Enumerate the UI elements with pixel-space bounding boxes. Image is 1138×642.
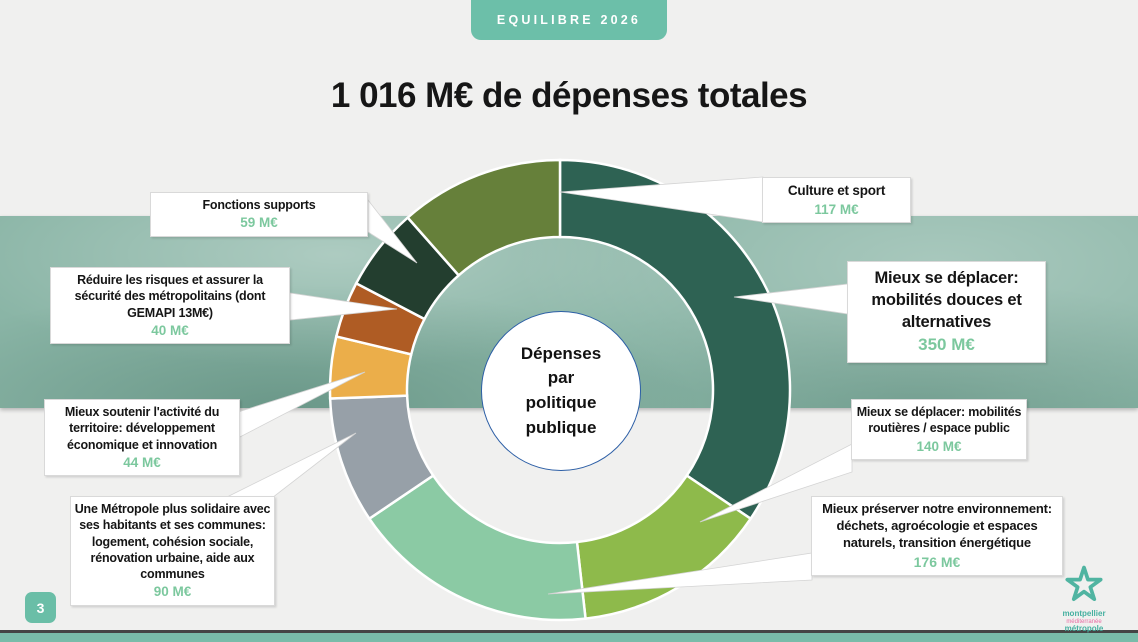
- callout-value: 90 M€: [153, 584, 192, 600]
- callout-soutenir-activite: Mieux soutenir l'activité du territoire:…: [44, 399, 240, 477]
- callout-label: Fonctions supports: [202, 198, 316, 212]
- callout-label: Une Métropole plus solidaire avec ses ha…: [74, 502, 271, 581]
- leader-wedge-reduire-risques: [289, 292, 398, 321]
- callout-label: Culture et sport: [787, 183, 886, 198]
- callout-culture-sport: Culture et sport 117 M€: [762, 177, 911, 224]
- callout-value: 59 M€: [240, 215, 278, 231]
- leader-wedge-metropole-solidaire: [224, 432, 357, 499]
- page-number-badge: 3: [25, 592, 56, 623]
- callout-fonctions-supports: Fonctions supports 59 M€: [150, 192, 368, 237]
- callout-value: 44 M€: [123, 454, 161, 470]
- callout-mobilites-douces: Mieux se déplacer: mobilités douces et a…: [847, 261, 1046, 364]
- star-logo-icon: [1065, 566, 1103, 602]
- callout-label: Mieux se déplacer: mobilités douces et a…: [871, 269, 1022, 331]
- callout-value: 117 M€: [814, 201, 859, 217]
- leader-lines: [224, 176, 853, 595]
- logo-text: montpellier: [1062, 609, 1106, 619]
- callout-label: Mieux soutenir l'activité du territoire:…: [64, 405, 220, 452]
- donut-center-circle: Dépenses par politique publique: [481, 311, 641, 471]
- callout-value: 140 M€: [916, 438, 962, 454]
- callout-label: Réduire les risques et assurer la sécuri…: [74, 273, 266, 320]
- callout-preserver-environnement: Mieux préserver notre environnement: déc…: [811, 496, 1063, 576]
- callout-value: 176 M€: [913, 553, 961, 570]
- metropole-logo: montpellier méditerranée métropole: [1040, 565, 1128, 634]
- callout-value: 350 M€: [918, 335, 975, 355]
- bottom-bar: [0, 630, 1138, 642]
- leader-wedge-fonctions-supports: [367, 198, 418, 264]
- logo-text: méditerranée: [1066, 619, 1102, 626]
- callout-reduire-risques: Réduire les risques et assurer la sécuri…: [50, 267, 290, 345]
- header-badge: EQUILIBRE 2026: [471, 0, 667, 40]
- callout-value: 40 M€: [151, 322, 189, 338]
- callout-mobilites-routieres: Mieux se déplacer: mobilités routières /…: [851, 399, 1027, 461]
- logo-text: métropole: [1064, 624, 1104, 634]
- page-title: 1 016 M€ de dépenses totales: [330, 76, 808, 115]
- callout-label: Mieux préserver notre environnement: déc…: [822, 501, 1052, 550]
- callout-metropole-solidaire: Une Métropole plus solidaire avec ses ha…: [70, 496, 275, 606]
- donut-center-label: Dépenses par politique publique: [520, 343, 602, 437]
- callout-label: Mieux se déplacer: mobilités routières /…: [856, 405, 1022, 436]
- donut-segment-culture-sport: [405, 158, 562, 278]
